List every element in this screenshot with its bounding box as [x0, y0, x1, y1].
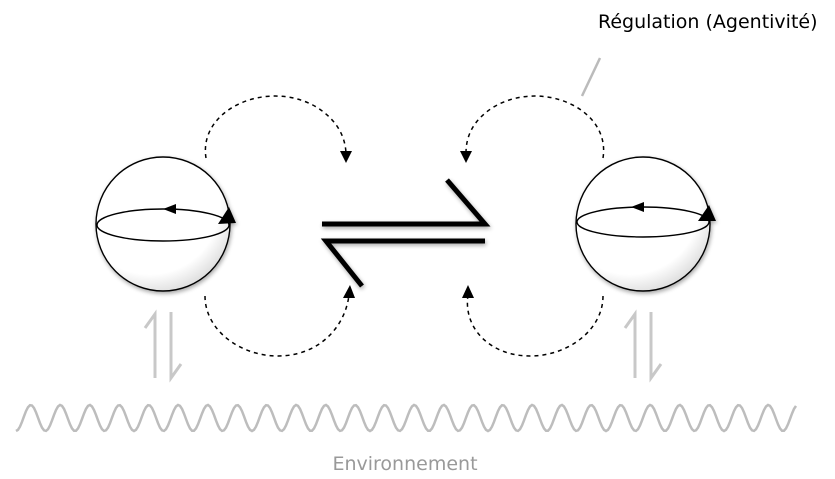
regulation-loops: [204, 95, 605, 357]
left-environment-arrows: [143, 309, 183, 383]
regulation-label: Régulation (Agentivité): [598, 11, 818, 33]
loop-bottom-right: [466, 294, 604, 357]
environment-label: Environnement: [332, 453, 477, 475]
regulation-callout-line: [580, 57, 602, 97]
loop-top-right: [465, 95, 605, 159]
equilibrium-harpoon-arrows: [320, 178, 491, 288]
environment-wave: [15, 403, 798, 433]
loop-bottom-left: [204, 294, 350, 357]
loop-arrowheads: [340, 151, 474, 298]
left-agent-sphere: [95, 156, 236, 292]
loop-top-left: [204, 95, 347, 159]
right-agent-sphere: [575, 156, 716, 292]
right-environment-arrows: [623, 309, 663, 383]
